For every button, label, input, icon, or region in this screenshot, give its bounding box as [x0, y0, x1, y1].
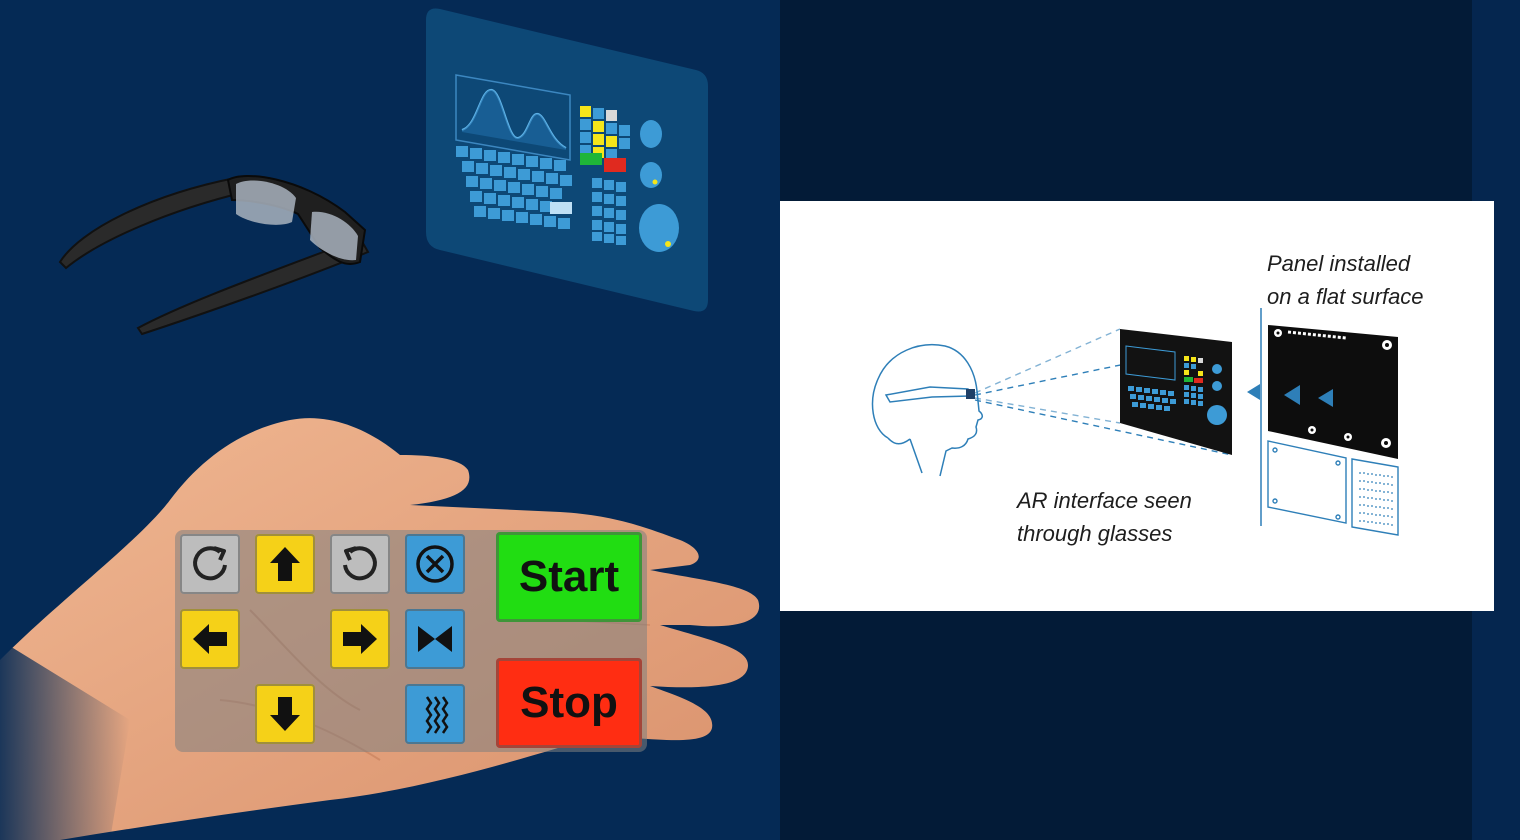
hand-illustration [0, 418, 760, 840]
glasses-on-head [884, 386, 975, 403]
rotate-clockwise-key[interactable] [180, 534, 240, 594]
panel-caption: Panel installed on a flat surface [1267, 251, 1424, 309]
arrow-down-key[interactable] [255, 684, 315, 744]
cancel-key[interactable] [405, 534, 465, 594]
arrow-up-key[interactable] [255, 534, 315, 594]
rotate-counterclockwise-key[interactable] [330, 534, 390, 594]
bowtie-icon [418, 626, 452, 652]
direction-arrows [1247, 384, 1260, 400]
cancel-circle-x-icon [416, 545, 454, 583]
ar-interface-caption: AR interface seen through glasses [1017, 488, 1192, 546]
coolant-wave-icon [425, 696, 449, 734]
arrow-left-key[interactable] [180, 609, 240, 669]
rotate-clockwise-icon [193, 546, 227, 581]
diagram-panel: Panel installed on a flat surface AR int… [780, 201, 1494, 611]
start-button[interactable]: Start [496, 532, 642, 622]
clamp-key[interactable] [405, 609, 465, 669]
ar-glasses-illustration [58, 175, 370, 336]
arrow-down-icon [270, 697, 300, 731]
arrow-up-icon [270, 547, 300, 581]
head-outline [871, 344, 983, 477]
holographic-control-panel [426, 8, 708, 312]
coolant-key[interactable] [405, 684, 465, 744]
arrow-right-key[interactable] [330, 609, 390, 669]
mounting-plate [1267, 440, 1399, 536]
physical-panel [1268, 325, 1398, 459]
rotate-counterclockwise-icon [343, 546, 377, 581]
ar-setup-diagram [871, 308, 1399, 536]
stop-button[interactable]: Stop [496, 658, 642, 748]
ar-virtual-panel [1120, 329, 1232, 455]
arrow-left-icon [193, 624, 227, 654]
arrow-right-icon [343, 624, 377, 654]
sight-lines [974, 328, 1233, 456]
